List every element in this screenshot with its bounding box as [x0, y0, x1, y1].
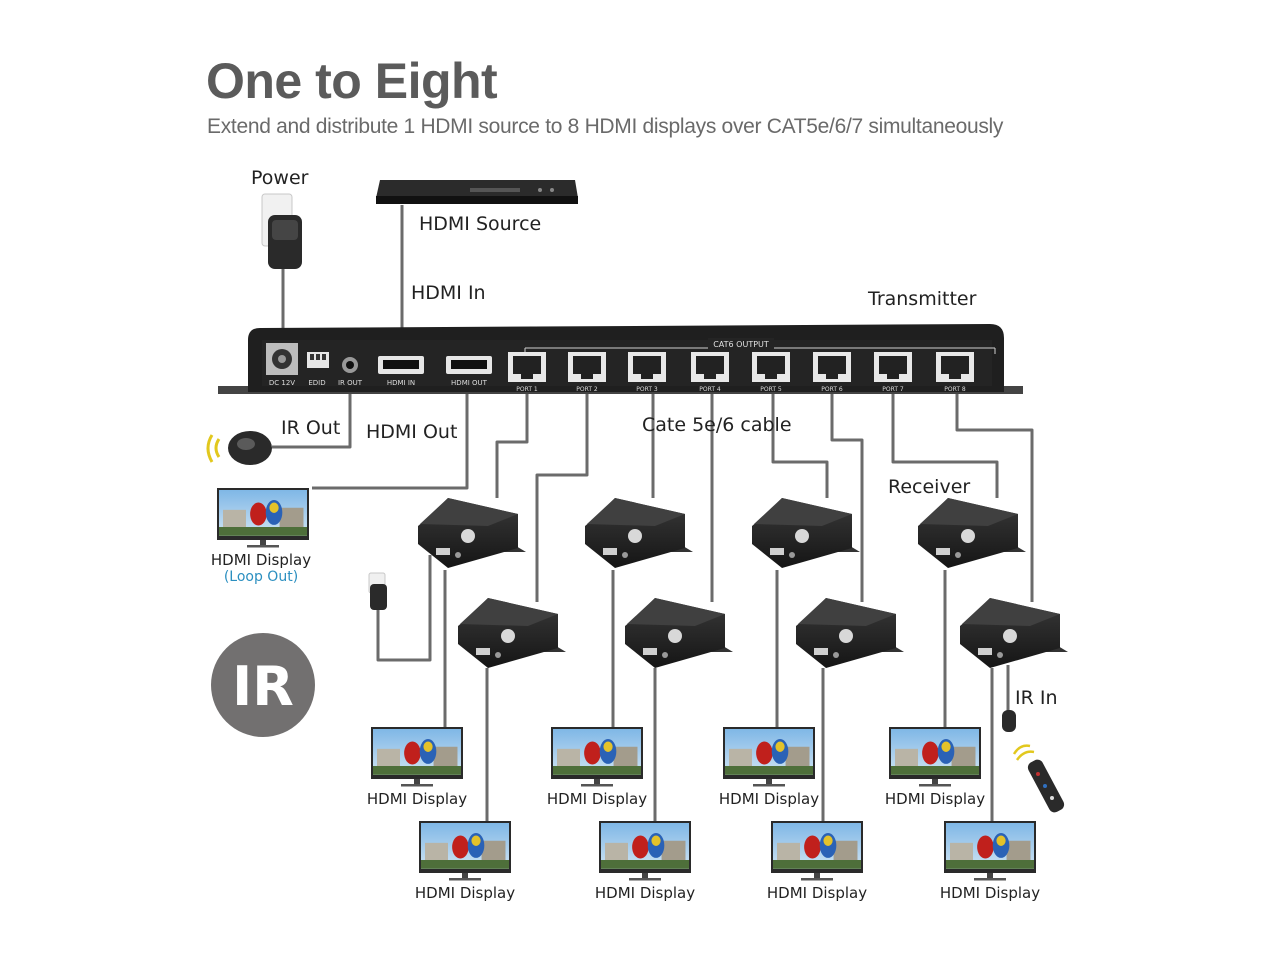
receiver-unit: [625, 598, 733, 668]
label-hdmi-out: HDMI Out: [366, 421, 457, 443]
rj45-port: PORT 1: [508, 352, 546, 393]
label-ir-in: IR In: [1015, 687, 1058, 709]
rj45-port: PORT 5: [752, 352, 790, 393]
cat-cable-2: [535, 392, 589, 602]
monitor-icon: [551, 727, 643, 787]
monitor-icon: [723, 727, 815, 787]
label-hdmi-in: HDMI In: [411, 282, 486, 304]
monitor-icon: [419, 821, 511, 881]
hdmi-display-label: HDMI Display: [885, 790, 985, 808]
edid-label: EDID: [308, 379, 325, 387]
hdmi-out-port-label: HDMI OUT: [451, 379, 488, 387]
monitor-icon: [771, 821, 863, 881]
hdmi-display-label: HDMI Display: [595, 884, 695, 902]
label-hdmi-source: HDMI Source: [419, 213, 541, 235]
rj45-port-label: PORT 3: [636, 386, 658, 393]
hdmi-display-label: HDMI Display: [367, 790, 467, 808]
cat-cable-6: [830, 392, 864, 602]
cat-cable-1: [495, 392, 529, 498]
receiver-unit: [796, 598, 904, 668]
receiver-unit: [585, 498, 693, 568]
rj45-port-label: PORT 6: [821, 386, 843, 393]
rj45-port: PORT 3: [628, 352, 666, 393]
rj45-port: PORT 4: [691, 352, 729, 393]
rj45-port: PORT 2: [568, 352, 606, 393]
hdmi-display-label: HDMI Display: [940, 884, 1040, 902]
wall-plug-icon: [368, 572, 387, 610]
monitor-icon: [217, 488, 309, 548]
blu-ray-player-icon: [376, 180, 578, 204]
power-adapter-icon: [261, 193, 302, 269]
label-cable: Cate 5e/6 cable: [642, 414, 792, 436]
label-receiver: Receiver: [888, 476, 970, 498]
receiver-unit: [918, 498, 1026, 568]
rj45-port-label: PORT 7: [882, 386, 904, 393]
page-title: One to Eight: [206, 53, 498, 109]
label-loop-out: (Loop Out): [224, 569, 298, 585]
rj45-port-label: PORT 8: [944, 386, 966, 393]
rj45-port-label: PORT 4: [699, 386, 721, 393]
ir-out-cable: [272, 375, 352, 449]
rj45-port-label: PORT 5: [760, 386, 782, 393]
receiver-unit: [418, 498, 526, 568]
rx1-power-cable: [376, 555, 432, 662]
ir-blaster-icon: [206, 431, 272, 465]
hdmi-out-cable: [312, 380, 469, 490]
label-ir-out: IR Out: [281, 417, 340, 439]
monitor-icon: [944, 821, 1036, 881]
hdmi-display-label: HDMI Display: [415, 884, 515, 902]
ir-receiver-icon: [1002, 710, 1016, 732]
dc-port-label: DC 12V: [269, 379, 295, 387]
rj45-ports: PORT 1 PORT 2 PORT 3 PORT 4 PORT 5 PORT 6 PORT…: [508, 352, 974, 393]
cables: [272, 205, 1034, 822]
rj45-port: PORT 7: [874, 352, 912, 393]
label-power: Power: [251, 167, 309, 189]
transmitter-unit: CAT6 OUTPUT DC 12V EDID IR OUT HDMI IN H…: [218, 324, 1023, 394]
monitor-icon: [371, 727, 463, 787]
receiver-unit: [458, 598, 566, 668]
ir-badge-label: IR: [232, 655, 294, 718]
remote-control-icon: [1012, 744, 1065, 813]
cat-cable-7: [891, 392, 999, 498]
monitor-icon: [889, 727, 981, 787]
hdmi-display-label: HDMI Display: [719, 790, 819, 808]
hdmi-in-port-label: HDMI IN: [387, 379, 415, 387]
hdmi-display-label: HDMI Display: [547, 790, 647, 808]
rj45-port: PORT 8: [936, 352, 974, 393]
rj45-port: PORT 6: [813, 352, 851, 393]
receiver-unit: [960, 598, 1068, 668]
label-transmitter: Transmitter: [867, 288, 977, 310]
hdmi-display-label: HDMI Display: [767, 884, 867, 902]
ir-out-port-label: IR OUT: [338, 379, 363, 387]
cat6-output-label: CAT6 OUTPUT: [713, 340, 769, 349]
receiver-unit: [752, 498, 860, 568]
label-loop-display: HDMI Display: [211, 551, 311, 569]
receivers: [418, 498, 1068, 668]
cat-cable-8: [955, 392, 1034, 602]
cat-cable-5: [771, 392, 829, 498]
page-subtitle: Extend and distribute 1 HDMI source to 8…: [207, 115, 1004, 138]
rj45-port-label: PORT 2: [576, 386, 598, 393]
rj45-port-label: PORT 1: [516, 386, 538, 393]
ir-badge: IR: [211, 633, 315, 737]
monitor-icon: [599, 821, 691, 881]
